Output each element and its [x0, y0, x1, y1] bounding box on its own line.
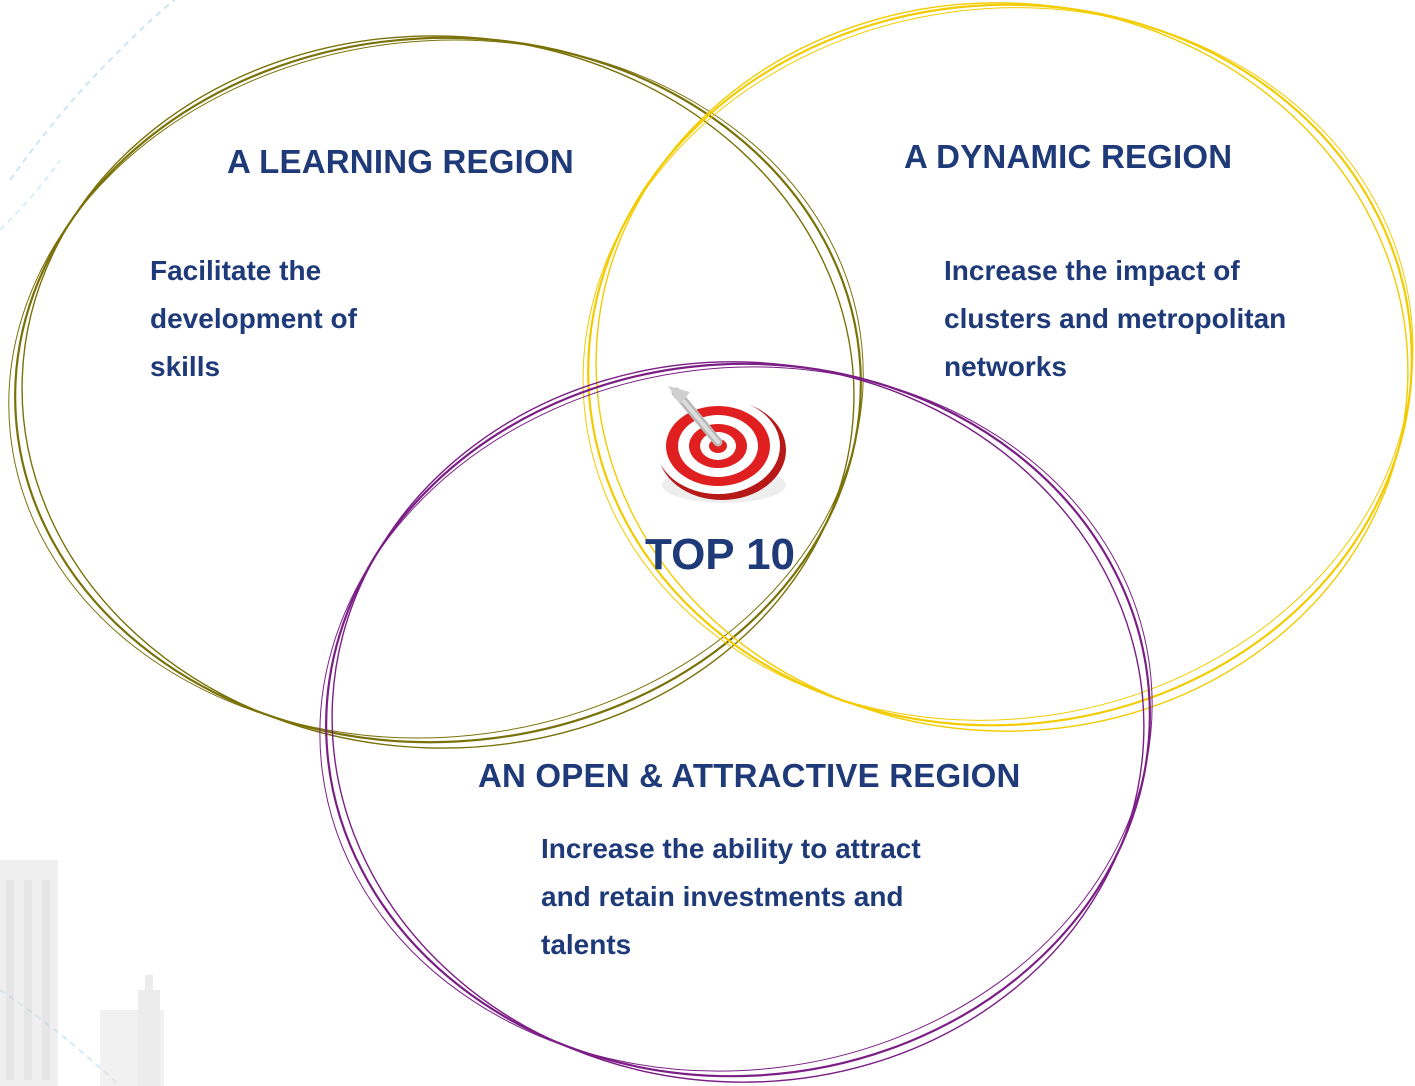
dynamic-region-description: Increase the impact of clusters and metr…	[944, 247, 1286, 391]
learning-description-line: skills	[150, 351, 221, 382]
dynamic-region-circle	[582, 2, 1414, 732]
center-goal-label: TOP 10	[645, 530, 796, 579]
open-description-line: talents	[541, 929, 632, 960]
open-region-heading: AN OPEN & ATTRACTIVE REGION	[478, 757, 1021, 794]
dynamic-description-line: Increase the impact of	[944, 255, 1240, 286]
open-description-line: and retain investments and	[541, 881, 904, 912]
target-icon	[656, 386, 786, 503]
learning-description-line: Facilitate the	[150, 255, 322, 286]
dynamic-description-line: networks	[944, 351, 1067, 382]
learning-region-heading: A LEARNING REGION	[227, 143, 574, 180]
learning-region-circle	[8, 35, 864, 749]
dynamic-region-heading: A DYNAMIC REGION	[904, 138, 1233, 175]
open-region-circle	[319, 361, 1153, 1083]
open-description-line: Increase the ability to attract	[541, 833, 921, 864]
background-decoration	[0, 0, 176, 1086]
dynamic-description-line: clusters and metropolitan	[944, 303, 1287, 334]
learning-description-line: development of	[150, 303, 357, 334]
learning-region-description: Facilitate the development of skills	[150, 247, 357, 391]
building-silhouette	[0, 860, 164, 1086]
open-region-description: Increase the ability to attract and reta…	[541, 825, 921, 969]
